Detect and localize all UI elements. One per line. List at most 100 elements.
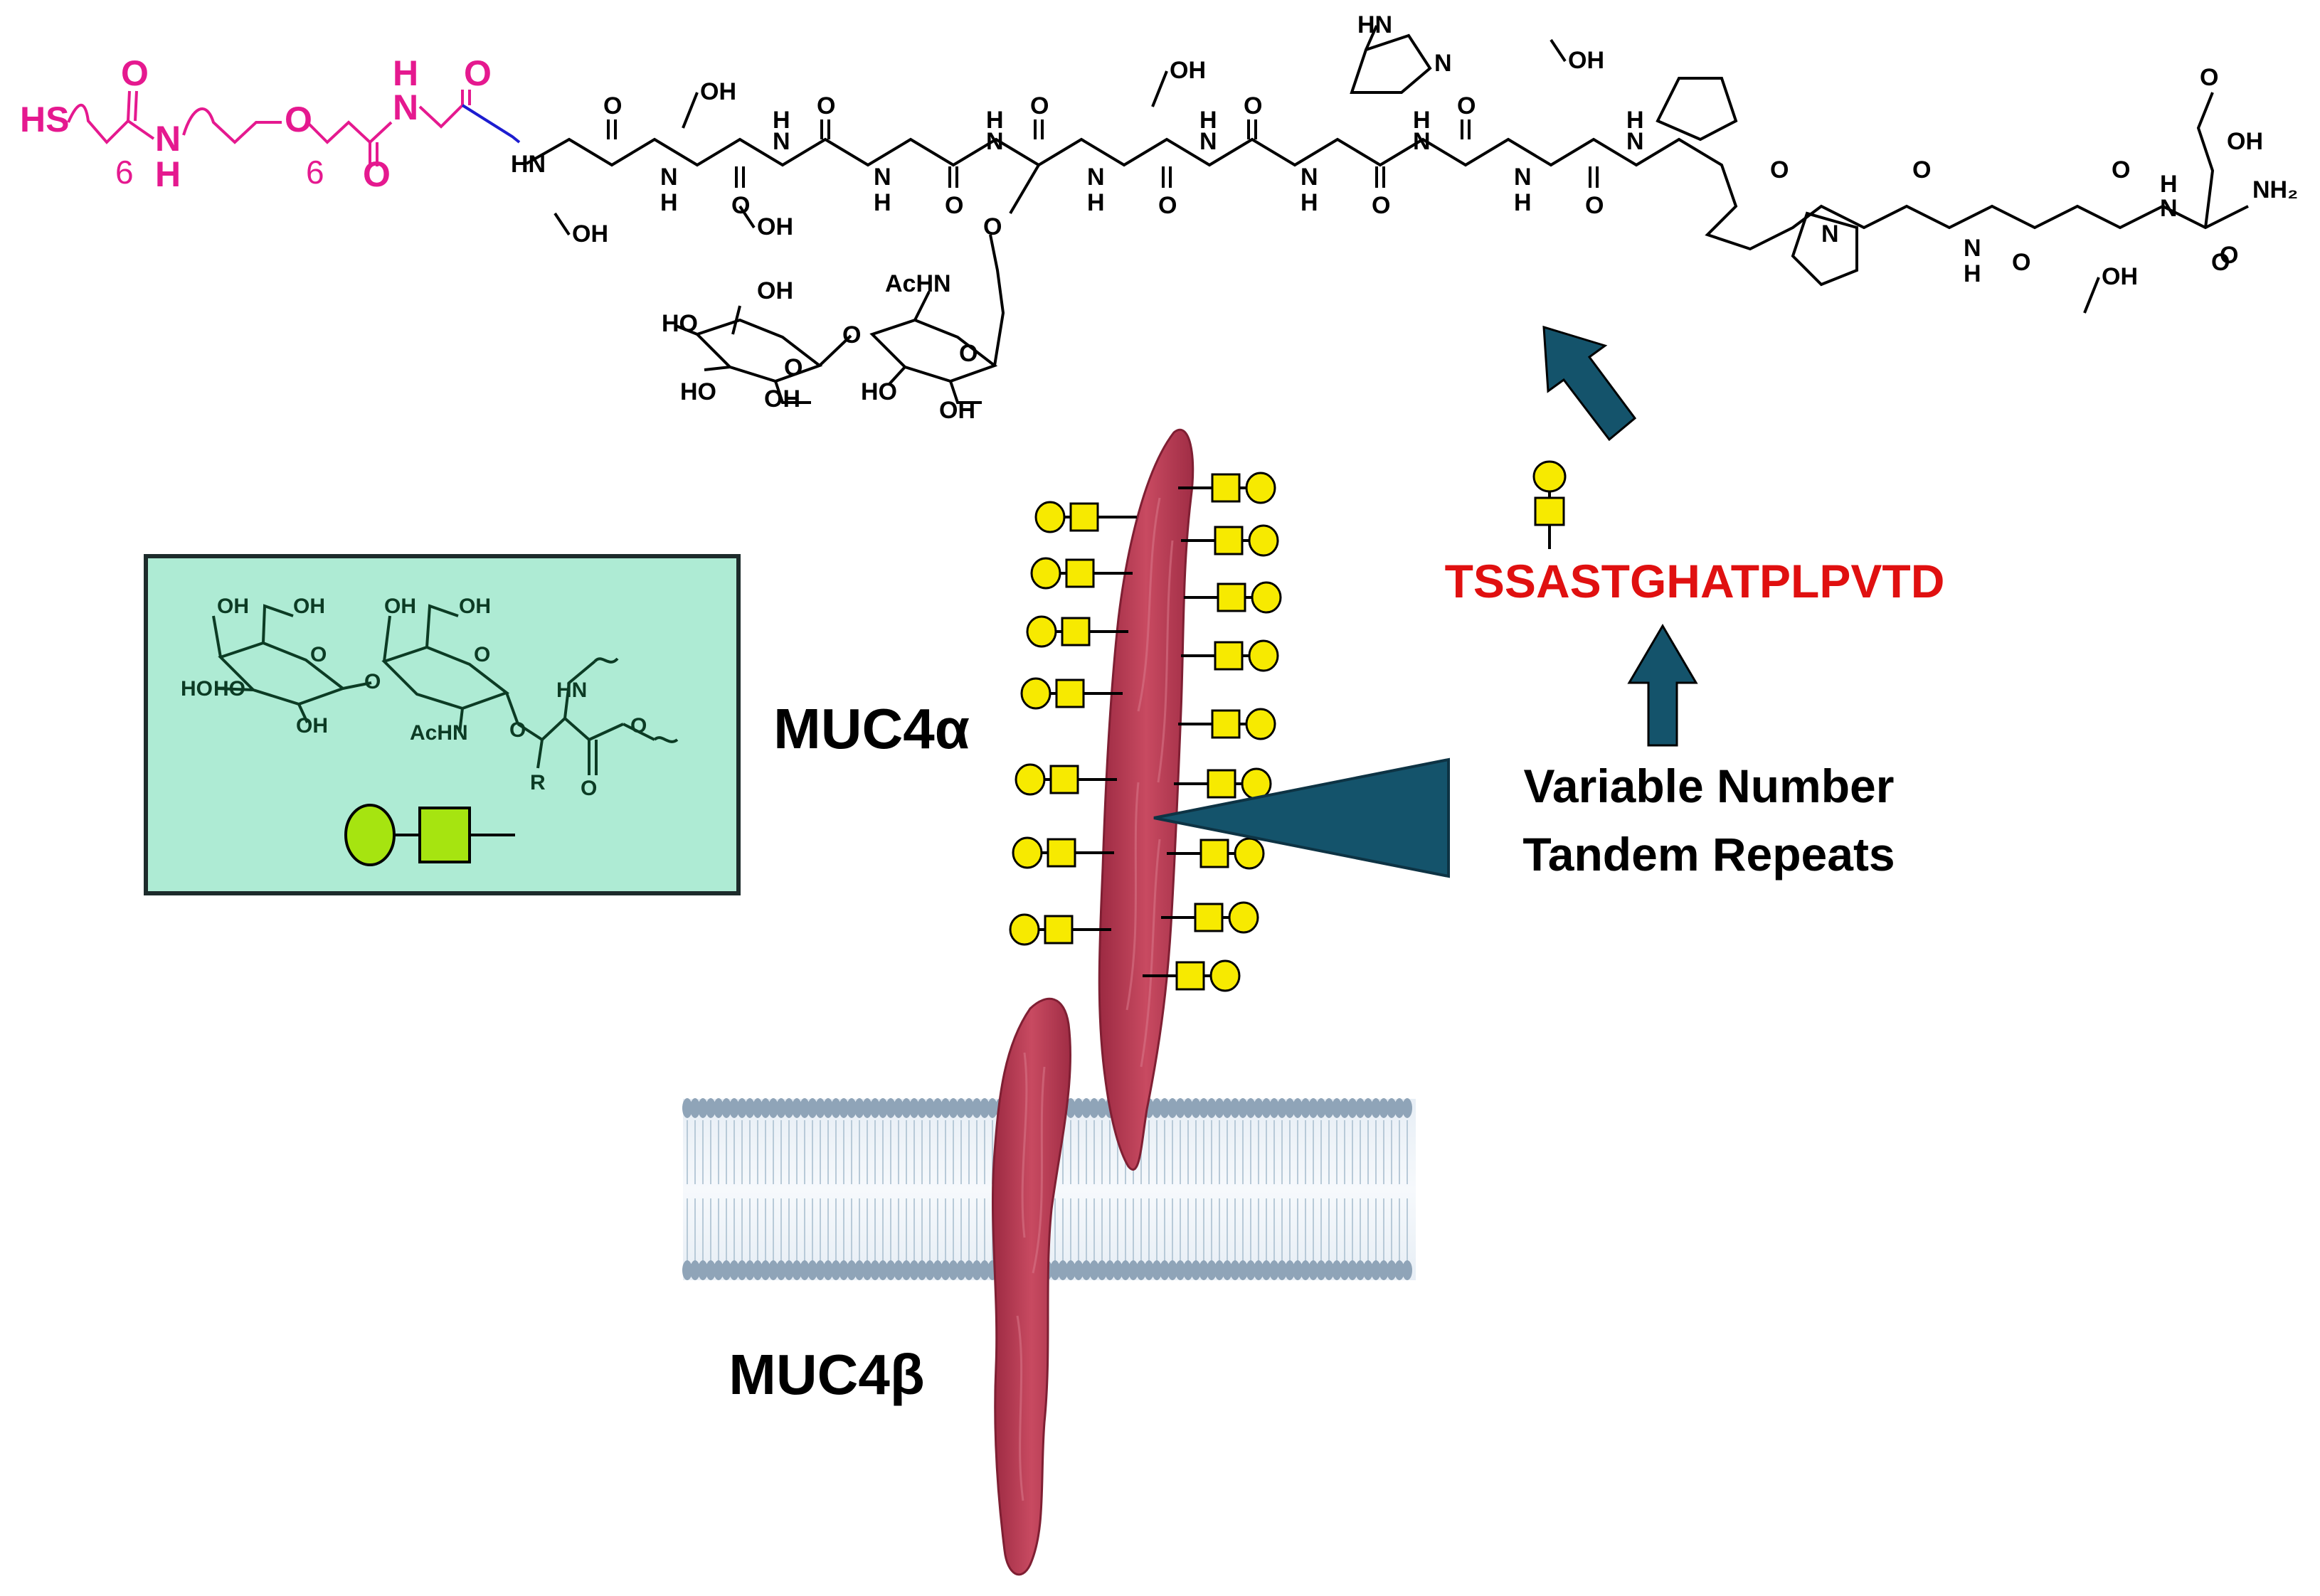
svg-text:O: O bbox=[364, 670, 381, 693]
ser-o-bond bbox=[1009, 164, 1040, 215]
lipid-head bbox=[831, 1260, 841, 1280]
lipid-head bbox=[1308, 1098, 1318, 1118]
lipid-head bbox=[925, 1098, 935, 1118]
svg-text:O: O bbox=[983, 213, 1002, 240]
lipid-head bbox=[894, 1260, 904, 1280]
gal-circle bbox=[1012, 836, 1043, 869]
lipid-head bbox=[1261, 1098, 1271, 1118]
lipid-head bbox=[1324, 1260, 1334, 1280]
amide-nh2-label: NH₂ bbox=[2252, 176, 2298, 203]
side-chain-bond bbox=[682, 92, 699, 129]
galnac-square bbox=[1049, 765, 1079, 794]
hydroxyl-label: OH bbox=[1170, 57, 1206, 84]
lipid-head bbox=[1324, 1098, 1334, 1118]
lipid-head bbox=[714, 1098, 724, 1118]
lipid-head bbox=[870, 1260, 880, 1280]
lipid-head bbox=[1183, 1260, 1193, 1280]
carbonyl-o-label: O bbox=[1372, 192, 1390, 219]
lipid-head bbox=[1238, 1098, 1248, 1118]
amide-h-label: H bbox=[1413, 107, 1431, 134]
svg-text:O: O bbox=[474, 643, 490, 666]
lipid-head bbox=[729, 1260, 739, 1280]
gal-circle bbox=[1209, 959, 1241, 992]
lipid-head bbox=[1277, 1260, 1287, 1280]
lipid-head bbox=[698, 1098, 708, 1118]
tandem-repeat-sequence: TSSASTGHATPLPVTD bbox=[1445, 555, 1945, 607]
hydroxyl-label: OH bbox=[1568, 47, 1604, 74]
amide-n-label: N bbox=[874, 164, 891, 191]
lipid-head bbox=[1136, 1260, 1146, 1280]
lipid-head bbox=[909, 1260, 919, 1280]
lipid-head bbox=[1371, 1260, 1381, 1280]
lipid-head bbox=[1160, 1098, 1170, 1118]
lipid-head bbox=[1246, 1098, 1256, 1118]
lipid-head bbox=[745, 1260, 755, 1280]
lipid-head bbox=[1387, 1098, 1397, 1118]
o-glycan-array bbox=[1009, 472, 1282, 992]
lipid-head bbox=[1387, 1260, 1397, 1280]
gal-circle bbox=[1251, 581, 1282, 614]
gal-circle bbox=[1020, 677, 1052, 710]
svg-text:HS: HS bbox=[20, 100, 69, 139]
lipid-head bbox=[1230, 1260, 1240, 1280]
svg-text:6: 6 bbox=[115, 154, 134, 191]
lipid-head bbox=[761, 1260, 770, 1280]
amide-nh-label: HN bbox=[511, 151, 546, 178]
lipid-head bbox=[878, 1260, 888, 1280]
amide-n-label: N bbox=[1199, 128, 1217, 155]
svg-text:AcHN: AcHN bbox=[410, 721, 468, 745]
gal-circle bbox=[1030, 557, 1061, 590]
galnac-square bbox=[1065, 558, 1095, 588]
lipid-head bbox=[878, 1098, 888, 1118]
gal-circle bbox=[1015, 763, 1046, 796]
galnac-square bbox=[1047, 838, 1076, 868]
lipid-head bbox=[1363, 1260, 1373, 1280]
lipid-head bbox=[1191, 1260, 1201, 1280]
amide-h-label: H bbox=[1199, 107, 1217, 134]
carbonyl-o-label: O bbox=[1912, 156, 1931, 183]
lipid-head bbox=[1261, 1260, 1271, 1280]
svg-text:O: O bbox=[959, 340, 978, 367]
lipid-head bbox=[831, 1098, 841, 1118]
galnac-square bbox=[1194, 903, 1224, 932]
lipid-head bbox=[854, 1098, 864, 1118]
lipid-head bbox=[972, 1260, 982, 1280]
lipid-head bbox=[1214, 1260, 1224, 1280]
galnac-square bbox=[1217, 582, 1246, 612]
muc4-beta-protein bbox=[991, 997, 1072, 1576]
galnac-square bbox=[1207, 769, 1236, 799]
lipid-head bbox=[1269, 1098, 1279, 1118]
hydroxyl-label: OH bbox=[2102, 263, 2138, 290]
galnac-square bbox=[1214, 641, 1244, 671]
lipid-head bbox=[1363, 1098, 1373, 1118]
svg-text:O: O bbox=[509, 718, 526, 742]
lipid-head bbox=[1222, 1260, 1232, 1280]
lipid-head bbox=[1089, 1260, 1099, 1280]
lipid-head bbox=[1066, 1260, 1076, 1280]
lipid-head bbox=[1207, 1260, 1217, 1280]
lipid-head bbox=[925, 1260, 935, 1280]
lipid-head bbox=[1167, 1260, 1177, 1280]
amide-h-label: H bbox=[1514, 189, 1532, 216]
side-chain-bond bbox=[738, 205, 756, 229]
svg-text:OH: OH bbox=[384, 595, 416, 618]
hydroxyl-label: OH bbox=[572, 220, 608, 248]
amide-n-label: N bbox=[1514, 164, 1532, 191]
svg-text:O: O bbox=[310, 643, 327, 666]
lipid-head bbox=[933, 1098, 943, 1118]
svg-text:O: O bbox=[581, 777, 597, 800]
inset-glycan-symbol bbox=[344, 804, 515, 866]
lipid-head bbox=[1394, 1098, 1404, 1118]
lipid-head bbox=[1089, 1098, 1099, 1118]
svg-text:O: O bbox=[464, 53, 492, 93]
svg-text:OH: OH bbox=[217, 595, 249, 618]
proline-rings bbox=[1656, 77, 1858, 287]
amide-h-label: H bbox=[1087, 189, 1105, 216]
arrow-up-icon bbox=[1627, 624, 1698, 747]
amide-n-label: N bbox=[773, 128, 790, 155]
lipid-head bbox=[1293, 1260, 1303, 1280]
carbonyl-o-label: O bbox=[817, 92, 835, 119]
amide-h-label: H bbox=[1301, 189, 1318, 216]
amide-n-label: N bbox=[1964, 235, 1981, 262]
lipid-head bbox=[737, 1098, 747, 1118]
